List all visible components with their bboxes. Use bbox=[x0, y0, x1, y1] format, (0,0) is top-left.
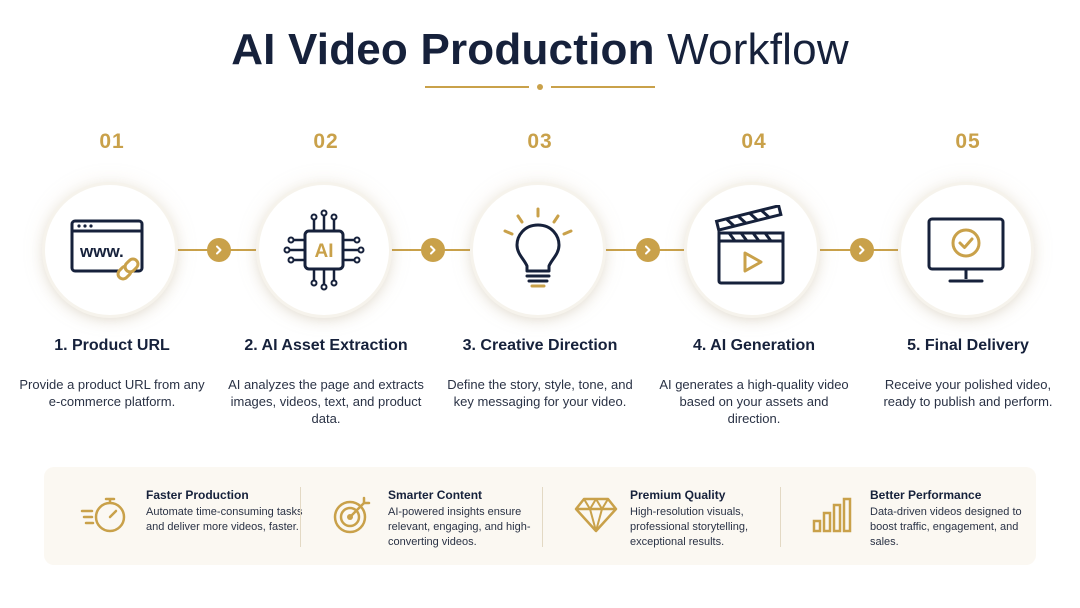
chevron-right-icon bbox=[421, 238, 445, 262]
benefit-title: Premium Quality bbox=[630, 488, 726, 502]
benefits-panel: Faster Production Automate time-consumin… bbox=[44, 467, 1036, 565]
benefit-divider bbox=[780, 487, 781, 547]
benefit-premium-quality: Premium Quality High-resolution visuals,… bbox=[572, 467, 782, 565]
ai-chip-icon: AI bbox=[283, 209, 365, 291]
step-description: Receive your polished video, ready to pu… bbox=[883, 377, 1053, 409]
step-icon-circle bbox=[687, 185, 817, 315]
step-icon-circle bbox=[901, 185, 1031, 315]
clapperboard-icon bbox=[714, 205, 785, 285]
step-title: 2. AI Asset Extraction bbox=[244, 337, 408, 354]
benefit-title: Smarter Content bbox=[388, 488, 483, 502]
step-icon-circle: AI bbox=[259, 185, 389, 315]
step-description: Define the story, style, tone, and key m… bbox=[447, 377, 633, 409]
benefit-better-performance: Better Performance Data-driven videos de… bbox=[808, 467, 1028, 565]
bar-chart-icon bbox=[812, 497, 852, 533]
step-icon-circle bbox=[473, 185, 603, 315]
benefit-divider bbox=[300, 487, 301, 547]
step-number: 04 bbox=[741, 130, 767, 153]
benefit-description: Data-driven videos designed to boost tra… bbox=[870, 506, 1022, 548]
benefit-description: High-resolution visuals, professional st… bbox=[630, 506, 749, 548]
stopwatch-speed-icon bbox=[80, 497, 126, 533]
ai-chip-label: AI bbox=[315, 241, 334, 262]
step-title: 3. Creative Direction bbox=[462, 337, 618, 354]
page-title: AI Video Production Workflow bbox=[0, 24, 1080, 76]
www-label: www. bbox=[79, 242, 124, 261]
benefit-faster-production: Faster Production Automate time-consumin… bbox=[80, 467, 303, 565]
title-light: Workflow bbox=[667, 25, 849, 74]
diamond-icon bbox=[574, 497, 618, 533]
target-icon bbox=[333, 496, 371, 534]
monitor-check-icon bbox=[927, 217, 1005, 283]
benefit-divider bbox=[542, 487, 543, 547]
title-bold: AI Video Production bbox=[231, 25, 655, 74]
step-number: 03 bbox=[527, 130, 553, 153]
step-icon-circle: www. bbox=[45, 185, 175, 315]
benefit-description: AI-powered insights ensure relevant, eng… bbox=[388, 506, 531, 548]
step-description: AI analyzes the page and extracts images… bbox=[228, 377, 424, 426]
title-underline bbox=[425, 84, 655, 90]
step-description: Provide a product URL from any e-commerc… bbox=[19, 377, 205, 409]
chevron-right-icon bbox=[207, 238, 231, 262]
chevron-right-icon bbox=[850, 238, 874, 262]
step-number: 02 bbox=[313, 130, 339, 153]
step-title: 5. Final Delivery bbox=[907, 337, 1029, 354]
step-number: 05 bbox=[955, 130, 981, 153]
chevron-right-icon bbox=[636, 238, 660, 262]
benefit-title: Faster Production bbox=[146, 488, 249, 502]
step-description: AI generates a high-quality video based … bbox=[659, 377, 849, 426]
step-title: 1. Product URL bbox=[54, 337, 170, 354]
benefit-smarter-content: Smarter Content AI-powered insights ensu… bbox=[330, 467, 540, 565]
benefit-description: Automate time-consuming tasks and delive… bbox=[146, 506, 303, 533]
browser-link-icon: www. bbox=[70, 219, 144, 281]
lightbulb-icon bbox=[503, 207, 573, 288]
benefit-title: Better Performance bbox=[870, 488, 982, 502]
step-title: 4. AI Generation bbox=[692, 337, 816, 354]
step-number: 01 bbox=[99, 130, 125, 153]
